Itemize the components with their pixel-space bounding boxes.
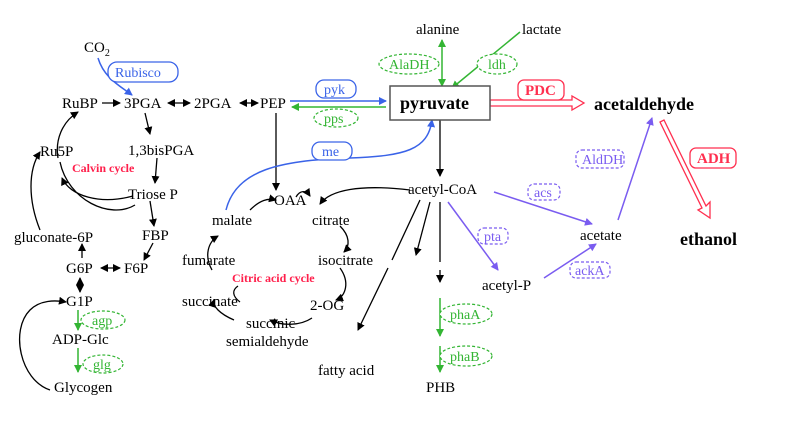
pyk-label: pyk xyxy=(324,83,345,98)
aladh-label: AlaDH xyxy=(389,58,429,73)
aldh-label: AldDH xyxy=(582,153,623,168)
alanine-label: alanine xyxy=(416,22,460,38)
glg-label: glg xyxy=(93,358,111,373)
enzyme-labels: Rubisco pyk pps me AlaDH ldh PDC ADH Ald… xyxy=(92,58,731,373)
g6p-label: G6P xyxy=(66,261,93,277)
cycle-names: Calvin cycle Citric acid cycle xyxy=(72,161,315,285)
lactate-label: lactate xyxy=(522,22,561,38)
acetyl-coa-label: acetyl-CoA xyxy=(408,182,477,198)
pps-label: pps xyxy=(324,112,343,127)
phab-label: phaB xyxy=(450,350,480,365)
pga3-label: 3PGA xyxy=(124,96,162,112)
acetate-label: acetate xyxy=(580,228,622,244)
adh-hollow-arrow xyxy=(659,119,711,220)
f6p-label: F6P xyxy=(124,261,148,277)
succinic-semialdehyde-label-1: succinic xyxy=(246,316,295,332)
pdc-label: PDC xyxy=(525,83,556,99)
acetaldehyde-label: acetaldehyde xyxy=(594,94,694,114)
metabolite-labels: CO2 RuBP 3PGA 2PGA PEP Ru5P 1,3bisPGA Tr… xyxy=(14,22,737,396)
pta-label: pta xyxy=(484,230,502,245)
adh-label: ADH xyxy=(697,151,731,167)
ru5p-label: Ru5P xyxy=(40,144,73,160)
agp-label: agp xyxy=(92,314,112,329)
oaa-label: OAA xyxy=(274,193,307,209)
purple-arrows xyxy=(447,117,654,279)
me-label: me xyxy=(322,145,339,160)
citrate-label: citrate xyxy=(312,213,350,229)
fbp-label: FBP xyxy=(142,228,169,244)
citric-acid-cycle-label: Citric acid cycle xyxy=(232,271,315,285)
red-hollow-arrows xyxy=(489,94,711,220)
ldh-label: ldh xyxy=(488,58,506,73)
acetyl-p-label: acetyl-P xyxy=(482,278,531,294)
fumarate-label: fumarate xyxy=(182,253,236,269)
fatty-acid-label: fatty acid xyxy=(318,363,375,379)
pyruvate-label: pyruvate xyxy=(400,93,469,113)
enzyme-label-shapes xyxy=(80,53,737,374)
triose-p-label: Triose P xyxy=(128,187,178,203)
succinic-semialdehyde-label-2: semialdehyde xyxy=(226,334,309,350)
pdc-hollow-arrow xyxy=(489,94,586,112)
rubisco-label: Rubisco xyxy=(115,66,161,81)
glycogen-label: Glycogen xyxy=(54,380,113,396)
bispga-label: 1,3bisPGA xyxy=(128,143,194,159)
pyruvate-box xyxy=(389,85,491,121)
isocitrate-label: isocitrate xyxy=(318,253,373,269)
calvin-cycle-label: Calvin cycle xyxy=(72,161,135,175)
phaa-label: phaA xyxy=(450,308,481,323)
rubp-label: RuBP xyxy=(62,96,98,112)
succinate-label: succinate xyxy=(182,294,238,310)
co2-label: CO2 xyxy=(84,40,110,59)
phb-label: PHB xyxy=(426,380,455,396)
malate-label: malate xyxy=(212,213,252,229)
acka-label: ackA xyxy=(575,264,605,279)
adp-glc-label: ADP-Glc xyxy=(52,332,109,348)
g1p-label: G1P xyxy=(66,294,93,310)
black-arrows xyxy=(18,99,444,391)
acs-label: acs xyxy=(534,186,552,201)
ethanol-label: ethanol xyxy=(680,229,737,249)
gluconate6p-label: gluconate-6P xyxy=(14,230,93,246)
og2-label: 2-OG xyxy=(310,298,344,314)
pep-label: PEP xyxy=(260,96,286,112)
pga2-label: 2PGA xyxy=(194,96,232,112)
